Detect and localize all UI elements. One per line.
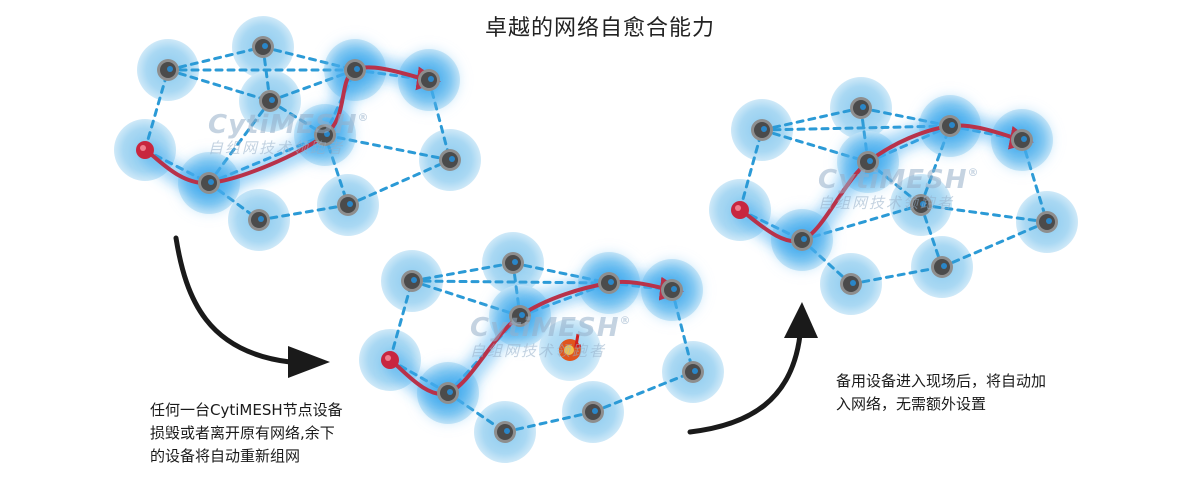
page-title: 卓越的网络自愈合能力 <box>484 16 715 41</box>
net-1-start-node-shine <box>140 145 146 151</box>
net-3-node-dot-2 <box>860 104 866 110</box>
net-1-link-3 <box>261 45 272 103</box>
net-1-node-dot-9 <box>449 156 455 162</box>
net-3-link-8 <box>849 265 944 286</box>
caption-right-line-2: 入网络，无需额外设置 <box>836 395 987 413</box>
net-1-node-dot-2 <box>262 43 268 49</box>
net-2-link-0 <box>388 279 414 362</box>
caption-right-line-1: 备用设备进入现场后，将自动加 <box>836 372 1047 390</box>
net-1-link-0 <box>143 68 170 152</box>
net-1-node-dot-1 <box>167 66 173 72</box>
net-2-node-dot-3 <box>519 312 525 318</box>
net-1-node-dot-7 <box>354 66 360 72</box>
transition-arrow-up <box>687 332 803 435</box>
net-3-link-14 <box>800 203 923 242</box>
transition-arrow-up-head <box>784 302 818 338</box>
net-2-link-9 <box>591 370 695 414</box>
net-2-link-1 <box>410 261 515 283</box>
net-3-link-9 <box>940 220 1049 269</box>
net-2-failed-mark <box>574 333 581 348</box>
net-3-node-dot-8 <box>1021 136 1027 142</box>
net-3-node-dot-9 <box>1046 218 1052 224</box>
net-2-node-dot-7 <box>608 279 614 285</box>
caption-left-line-1: 任何一台CytiMESH节点设备 <box>150 401 343 419</box>
net-1-link-11 <box>346 158 452 207</box>
net-3-node-dot-4 <box>801 236 807 242</box>
net-3-node-dot-7 <box>949 122 955 128</box>
net-1-node-dot-6 <box>347 201 353 207</box>
net-3-link-1 <box>760 106 863 132</box>
net-2-node-dot-1 <box>411 277 417 283</box>
net-1-link-10 <box>257 203 350 222</box>
net-1-node-dot-3 <box>269 97 275 103</box>
caption-node-failure: 任何一台CytiMESH节点设备 损毁或者离开原有网络,余下 的设备将自动重新组… <box>150 399 400 468</box>
net-3-link-17 <box>919 124 952 207</box>
net-3-node-dot-5 <box>850 280 856 286</box>
transition-arrow-down-head <box>288 346 330 378</box>
net-3-node-dot-10 <box>920 201 926 207</box>
net-3-node-dot-3 <box>867 158 873 164</box>
net-3-start-node-shine <box>735 205 741 211</box>
net-2-node-dot-9 <box>692 368 698 374</box>
net-3-node-dot-1 <box>761 126 767 132</box>
net-2-failed-node-core <box>564 345 574 355</box>
net-3-link-0 <box>738 128 764 212</box>
net-3-node-dot-6 <box>941 263 947 269</box>
net-1-node-dot-4 <box>208 179 214 185</box>
net-2-start-node-shine <box>385 355 391 361</box>
net-2-node-dot-8 <box>671 286 677 292</box>
net-2-link-2 <box>410 279 611 285</box>
net-1-link-14 <box>323 133 452 162</box>
net-3-link-12 <box>919 203 1049 224</box>
net-2-node-dot-4 <box>447 389 453 395</box>
net-1-node-dot-10 <box>324 131 330 137</box>
net-1-link-1 <box>166 45 265 72</box>
net-3-link-16 <box>760 128 870 164</box>
net-2-link-4 <box>511 261 611 285</box>
net-2-node-dot-6 <box>592 408 598 414</box>
net-1-node-dot-8 <box>428 76 434 82</box>
caption-left-line-2: 损毁或者离开原有网络,余下 <box>150 424 335 442</box>
net-1-link-7 <box>166 68 272 103</box>
caption-left-line-3: 的设备将自动重新组网 <box>150 447 301 465</box>
transition-arrow-down <box>173 235 293 365</box>
net-2-node-dot-2 <box>512 259 518 265</box>
caption-node-join: 备用设备进入现场后，将自动加 入网络，无需额外设置 <box>836 370 1096 416</box>
net-2-link-8 <box>503 410 595 434</box>
net-1-node-dot-5 <box>258 216 264 222</box>
net-2-node-dot-5 <box>504 428 510 434</box>
